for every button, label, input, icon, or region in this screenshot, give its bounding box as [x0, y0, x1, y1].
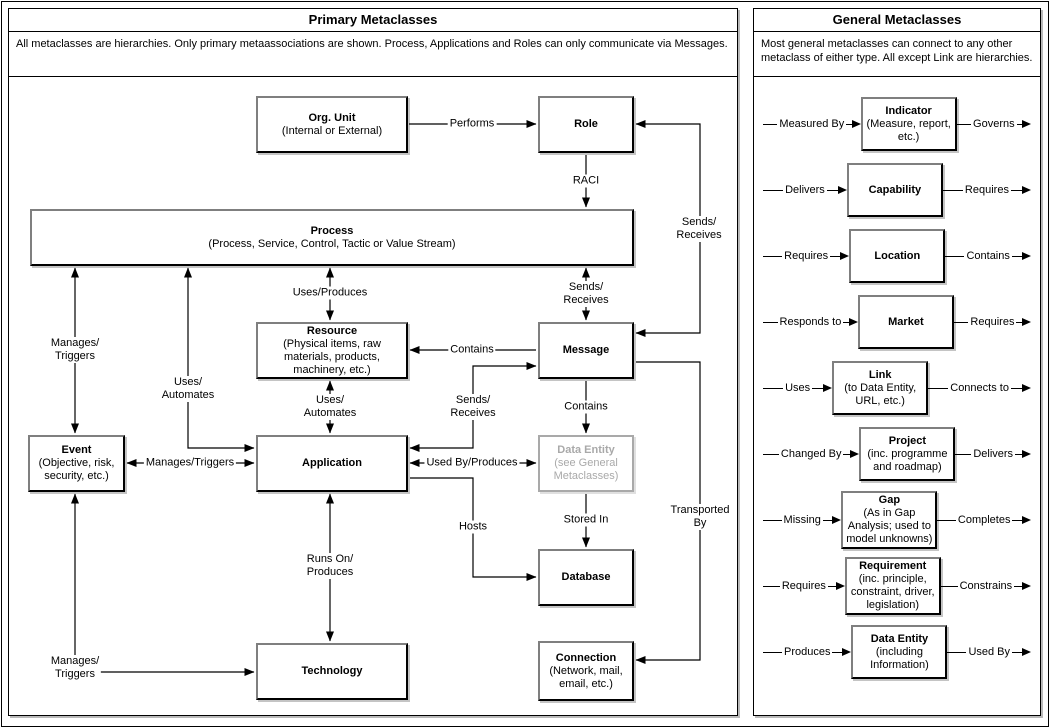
outgoing-arrow-label: Delivers [971, 448, 1016, 460]
primary-panel-note: All metaclasses are hierarchies. Only pr… [9, 32, 737, 77]
outgoing-arrow-label: Requires [962, 184, 1011, 196]
node-title: Indicator [885, 104, 932, 117]
primary-metaclasses-panel: Primary Metaclasses All metaclasses are … [8, 8, 738, 716]
node-title: Capability [868, 183, 922, 196]
general-rows: Measured By Indicator(Measure, report, et… [754, 9, 1040, 715]
incoming-arrow-label: Measured By [777, 118, 847, 130]
incoming-arrow-label: Requires [782, 250, 831, 262]
general-row-market: Responds to Market Requires [754, 289, 1040, 355]
general-metaclasses-panel: General Metaclasses Most general metacla… [753, 8, 1041, 716]
node-subtitle: (including Information) [870, 645, 929, 671]
incoming-arrow-label: Missing [781, 514, 823, 526]
incoming-arrow: Responds to [763, 312, 858, 332]
general-row-capability: Delivers Capability Requires [754, 157, 1040, 223]
general-node-link: Link(to Data Entity, URL, etc.) [832, 361, 929, 415]
incoming-arrow-label: Produces [781, 646, 833, 658]
incoming-arrow-label: Uses [783, 382, 813, 394]
general-node-gap: Gap(As in Gap Analysis; used to model un… [841, 491, 938, 549]
outgoing-arrow-label: Completes [955, 514, 1013, 526]
general-row-requirement: Requires Requirement(inc. principle, cons… [754, 553, 1040, 619]
general-row-data-entity: Produces Data Entity(including Informatio… [754, 619, 1040, 685]
outgoing-arrow: Governs [956, 114, 1031, 134]
node-subtitle: (Measure, report, etc.) [866, 117, 951, 143]
incoming-arrow-label: Requires [779, 580, 828, 592]
node-subtitle: (inc. principle, constraint, driver, leg… [850, 573, 935, 611]
general-row-link: Uses Link(to Data Entity, URL, etc.) Conne… [754, 355, 1040, 421]
node-subtitle: (inc. programme and roadmap) [867, 447, 948, 473]
outgoing-arrow: Constrains [940, 576, 1031, 596]
node-title: Data Entity [870, 632, 929, 645]
general-panel-note: Most general metaclasses can connect to … [754, 32, 1040, 77]
incoming-arrow-label: Delivers [783, 184, 827, 196]
general-row-gap: Missing Gap(As in Gap Analysis; used to m… [754, 487, 1040, 553]
node-subtitle: (to Data Entity, URL, etc.) [844, 381, 917, 407]
outgoing-arrow: Completes [937, 510, 1031, 530]
outgoing-arrow: Contains [945, 246, 1031, 266]
outgoing-arrow: Requires [942, 180, 1031, 200]
incoming-arrow-label: Changed By [778, 448, 844, 460]
outgoing-arrow: Connects to [928, 378, 1031, 398]
incoming-arrow: Measured By [763, 114, 861, 134]
incoming-arrow: Produces [763, 642, 851, 662]
node-title: Link [868, 368, 892, 381]
outgoing-arrow-label: Requires [968, 316, 1017, 328]
incoming-arrow: Requires [763, 576, 845, 596]
general-panel-title: General Metaclasses [754, 9, 1040, 32]
node-title: Gap [878, 494, 901, 506]
general-node-data-entity: Data Entity(including Information) [851, 625, 948, 679]
node-title: Market [888, 315, 924, 328]
general-node-location: Location [849, 229, 946, 283]
outgoing-arrow: Delivers [955, 444, 1031, 464]
outgoing-arrow: Used By [947, 642, 1031, 662]
incoming-arrow: Requires [763, 246, 849, 266]
outgoing-arrow-label: Used By [966, 646, 1013, 658]
general-node-project: Project(inc. programme and roadmap) [859, 427, 956, 481]
outgoing-arrow-label: Constrains [957, 580, 1015, 592]
outgoing-arrow: Requires [953, 312, 1031, 332]
general-row-indicator: Measured By Indicator(Measure, report, et… [754, 91, 1040, 157]
primary-panel-title: Primary Metaclasses [9, 9, 737, 32]
node-title: Project [888, 434, 927, 447]
general-node-capability: Capability [846, 163, 943, 217]
node-title: Location [874, 249, 921, 262]
outgoing-arrow-label: Connects to [948, 382, 1011, 394]
general-node-indicator: Indicator(Measure, report, etc.) [860, 97, 957, 151]
outgoing-arrow-label: Contains [964, 250, 1012, 262]
node-subtitle: (As in Gap Analysis; used to model unkno… [846, 507, 933, 545]
general-node-market: Market [857, 295, 954, 349]
incoming-arrow: Uses [763, 378, 832, 398]
incoming-arrow: Delivers [763, 180, 847, 200]
node-title: Requirement [859, 560, 927, 572]
general-row-project: Changed By Project(inc. programme and roa… [754, 421, 1040, 487]
general-node-requirement: Requirement(inc. principle, constraint, … [844, 557, 941, 615]
general-row-location: Requires Location Contains [754, 223, 1040, 289]
incoming-arrow: Changed By [763, 444, 859, 464]
outgoing-arrow-label: Governs [971, 118, 1017, 130]
incoming-arrow: Missing [763, 510, 841, 530]
incoming-arrow-label: Responds to [777, 316, 844, 328]
